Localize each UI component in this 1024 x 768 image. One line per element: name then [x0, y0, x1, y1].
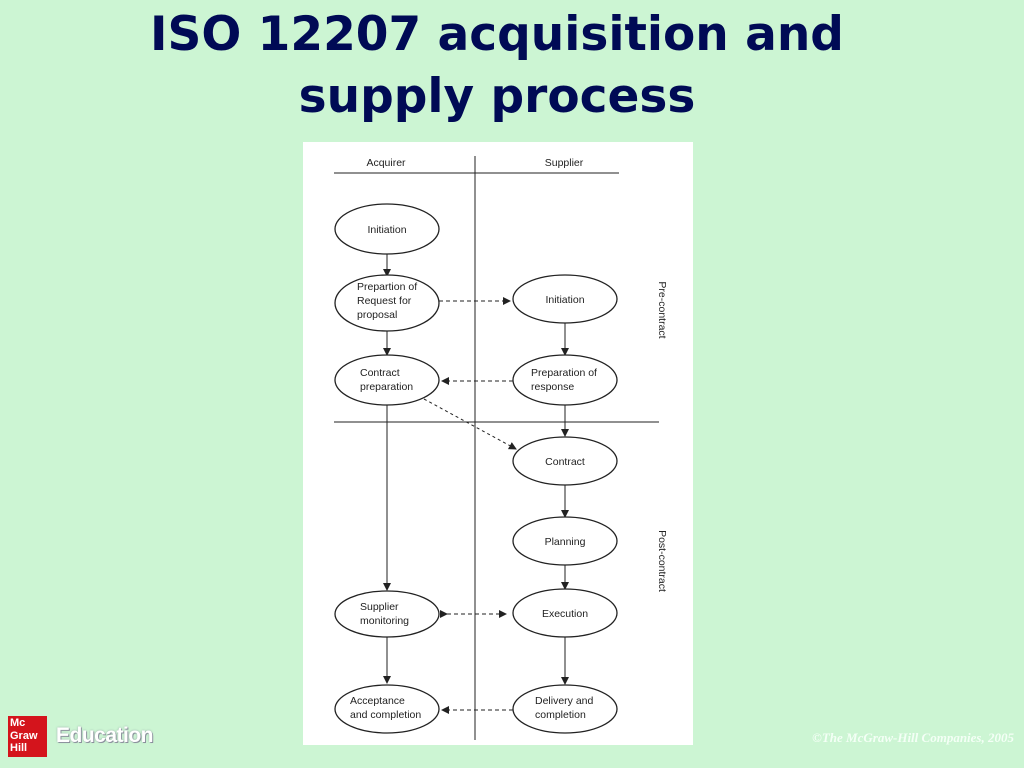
node-supplier-preparation-of-response: Preparation of response [512, 354, 618, 406]
node-label: proposal [357, 309, 397, 321]
node-label: Initiation [545, 294, 584, 306]
node-supplier-initiation: Initiation [512, 274, 618, 324]
node-label: Delivery and [535, 695, 594, 707]
mcgraw-hill-logo: Mc Graw Hill [8, 716, 47, 757]
phase-label-pre-contract: Pre-contract [656, 281, 668, 338]
node-supplier-delivery: Delivery and completion [512, 684, 618, 734]
logo-text-line: Graw [10, 729, 38, 742]
node-label: Acceptance [350, 695, 405, 707]
slide-title: ISO 12207 acquisition and supply process [0, 4, 994, 128]
node-label: Initiation [367, 224, 406, 236]
node-label: Planning [545, 536, 586, 548]
node-label: Supplier [360, 601, 399, 613]
node-label: Prepartion of [357, 281, 417, 293]
node-acquirer-acceptance: Acceptance and completion [334, 684, 440, 734]
process-diagram: Acquirer Supplier Pre-contract Post-cont… [303, 142, 693, 745]
node-label: Request for [357, 295, 412, 307]
node-acquirer-contract-preparation: Contract preparation [334, 354, 440, 406]
node-supplier-execution: Execution [512, 588, 618, 638]
logo-text-line: Mc [10, 717, 26, 729]
logo-text-line: Hill [10, 742, 28, 754]
node-label: monitoring [360, 615, 409, 627]
node-supplier-planning: Planning [512, 516, 618, 566]
node-label: preparation [360, 381, 413, 393]
phase-label-post-contract: Post-contract [656, 530, 668, 592]
lane-label-acquirer: Acquirer [366, 157, 406, 169]
slide-title-line-1: ISO 12207 acquisition and [150, 7, 844, 62]
copyright-notice: ©The McGraw-Hill Companies, 2005 [812, 730, 1014, 745]
node-label: completion [535, 709, 586, 721]
node-label: Contract [360, 367, 400, 379]
node-label: and completion [350, 709, 421, 721]
node-label: response [531, 381, 574, 393]
node-supplier-contract: Contract [512, 436, 618, 486]
node-acquirer-supplier-monitoring: Supplier monitoring [334, 590, 440, 638]
education-wordmark: Education [56, 724, 154, 747]
node-label: Contract [545, 456, 585, 468]
node-label: Execution [542, 608, 588, 620]
dashed-arrow [423, 398, 517, 450]
node-label: Preparation of [531, 367, 597, 379]
lane-label-supplier: Supplier [545, 157, 584, 169]
node-acquirer-rfp: Prepartion of Request for proposal [334, 274, 440, 332]
node-acquirer-initiation: Initiation [334, 203, 440, 255]
slide-title-line-2: supply process [298, 69, 696, 124]
process-diagram-svg: Acquirer Supplier Pre-contract Post-cont… [334, 156, 668, 740]
